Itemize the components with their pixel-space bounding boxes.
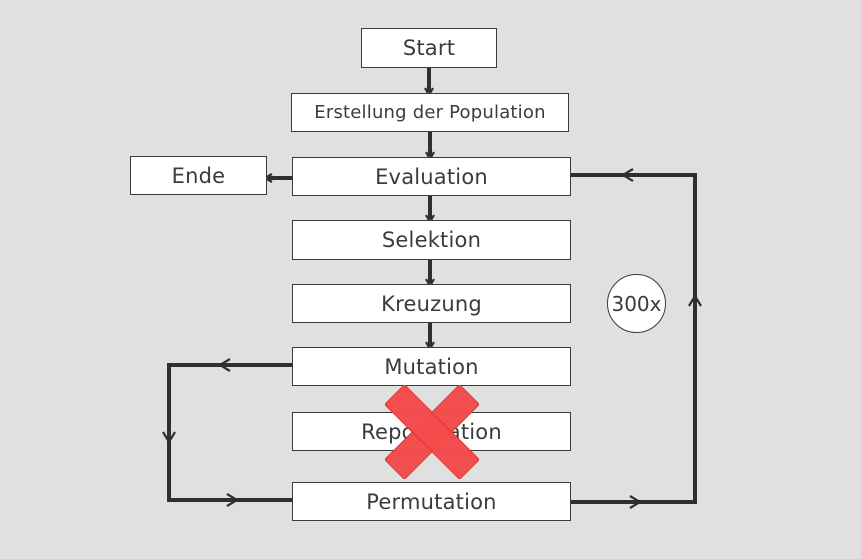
chevron-right-icon	[226, 493, 240, 507]
start-node: Start	[361, 28, 497, 68]
bypass-line-mutation-permutation	[167, 363, 292, 502]
permutation-node: Permutation	[292, 482, 571, 521]
selektion-label: Selektion	[381, 228, 482, 252]
chevron-up-icon	[688, 293, 702, 307]
erstellung-label: Erstellung der Population	[314, 102, 546, 123]
permutation-label: Permutation	[366, 489, 497, 514]
chevron-left-icon	[217, 358, 231, 372]
kreuzung-node: Kreuzung	[292, 284, 571, 323]
start-label: Start	[402, 36, 456, 60]
ende-node: Ende	[130, 156, 267, 195]
loop-count-badge: 300x	[607, 274, 666, 333]
erstellung-node: Erstellung der Population	[291, 93, 569, 132]
selektion-node: Selektion	[292, 220, 571, 260]
loop-line-permutation-evaluation	[571, 173, 697, 504]
kreuzung-label: Kreuzung	[381, 291, 482, 316]
mutation-label: Mutation	[384, 354, 479, 379]
evaluation-label: Evaluation	[375, 164, 488, 189]
loop-count-label: 300x	[611, 291, 662, 316]
red-x-cross-icon	[385, 385, 479, 479]
mutation-node: Mutation	[292, 347, 571, 386]
ende-label: Ende	[171, 163, 226, 188]
chevron-down-icon	[162, 431, 176, 445]
evaluation-node: Evaluation	[292, 157, 571, 196]
chevron-left-icon	[620, 168, 634, 182]
chevron-right-icon	[629, 495, 643, 509]
